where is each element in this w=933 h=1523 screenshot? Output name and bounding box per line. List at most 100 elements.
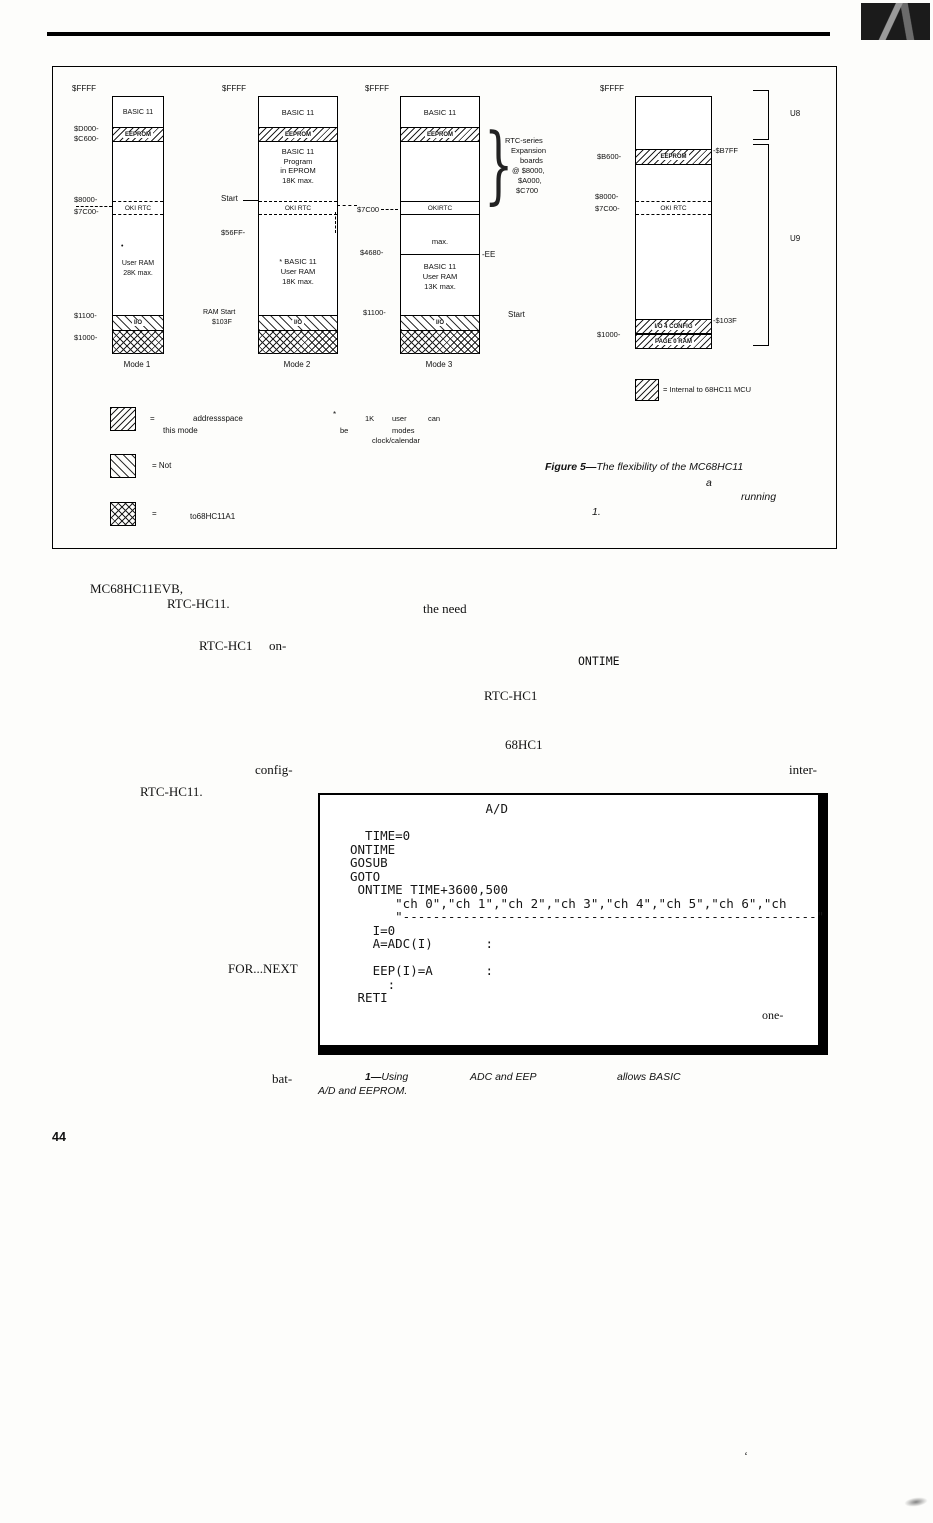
listing1-caption-allows: allows BASIC (617, 1071, 681, 1083)
mode2-program-label: BASIC 11 Program in EPROM 18K max. (280, 147, 316, 185)
mode3-ee-label: -EE (482, 250, 496, 259)
rightmap-eeprom-region: EEPROM (636, 149, 711, 165)
top-rule (47, 32, 830, 36)
rightmap-ioconfig-label: I/O 4 CONFIG (652, 323, 695, 330)
mode3-memory-map: BASIC 11 EEPROM OKIRTC max. BASIC 11 Use… (400, 96, 480, 354)
mode1-eeprom-region: EEPROM (113, 128, 163, 142)
mode2-eeprom-region: EEPROM (259, 128, 337, 142)
mode3-eeprom-region: EEPROM (401, 128, 479, 142)
legend1-clock: clock/calendar (372, 436, 420, 445)
u9-bracket (753, 144, 769, 346)
rtc-note-4: @ $8000, (512, 166, 545, 175)
mode2-io-region: I/O (259, 315, 337, 330)
page-number: 44 (52, 1130, 66, 1144)
mode2-start-connector (243, 200, 258, 201)
figure5-frame (52, 66, 837, 549)
rightmap-103f: -$103F (713, 316, 737, 325)
rtc-note-6: $C700 (516, 186, 539, 195)
mode1-userram-label: User RAM 28K max. (121, 260, 155, 277)
mode3-userram-label: BASIC 11 User RAM 13K max. (422, 262, 458, 291)
mode3-okirtc-label: OKIRTC (427, 204, 453, 212)
body-frag-8: config- (255, 762, 293, 777)
figure5-caption-text: The flexibility of the MC68HC11 (596, 461, 744, 473)
expansion-brace: } (484, 115, 514, 213)
mode3-basic-region: BASIC 11 (401, 97, 479, 128)
mode2-dashed-down (335, 212, 336, 233)
mode1-okirtc-label: OKI RTC (124, 204, 152, 212)
rightmap-okirtc-region: OKI RTC (636, 201, 711, 215)
mode3-ffff-label: $FFFF (365, 84, 389, 93)
legend-swatch-2 (110, 454, 136, 478)
legend-swatch-3 (110, 502, 136, 526)
rtc-note-5: $A000, (518, 176, 542, 185)
rightmap-okirtc-label: OKI RTC (660, 204, 687, 212)
listing1-caption-adc: ADC and EEP (470, 1071, 537, 1083)
body-frag-10: RTC-HC11. (140, 784, 203, 799)
mode1-addr-7c00: $7C00- (74, 207, 99, 216)
mode3-dashed-left (381, 209, 398, 210)
figure5-caption: Figure 5—The flexibility of the MC68HC11 (545, 461, 743, 473)
legend1-user: user (392, 414, 407, 423)
u8-label: U8 (790, 109, 801, 118)
mode2-eeprom-label: EEPROM (282, 131, 313, 138)
mode1-addr-8000: $8000- (74, 195, 98, 204)
mode1-okirtc-region: OKI RTC (113, 201, 163, 215)
legend2-text: = Not (152, 461, 172, 470)
body-frag-2: RTC-HC11. (167, 596, 230, 611)
mode1-addr-1100: $1100- (74, 311, 97, 320)
mode1-title: Mode 1 (123, 360, 151, 369)
rightmap-7c00: $7C00- (595, 204, 620, 213)
mode2-userram-label: * BASIC 11 User RAM 18K max. (279, 257, 317, 286)
mode1-internal-region (113, 330, 163, 354)
listing1-caption-number: 1— (365, 1071, 382, 1083)
mode3-addr-4680: $4680- (360, 248, 384, 257)
mode3-addr-7c00: $7C00 (357, 205, 380, 214)
mode1-ffff-label: $FFFF (72, 84, 96, 93)
body-frag-1: MC68HC11EVB, (90, 581, 184, 596)
mode3-title: Mode 3 (425, 360, 453, 369)
rightmap-b600: $B600- (597, 152, 622, 161)
rightmap-eeprom-label: EEPROM (658, 154, 689, 160)
legend1-1k: 1K (365, 414, 375, 423)
rtc-note-1: RTC-series (505, 136, 543, 145)
rightmap-page0-region: PAGE 0 RAM (636, 334, 711, 349)
body-frag-5: on- (269, 638, 287, 653)
body-bat: bat- (272, 1071, 293, 1086)
listing1-code: A/D TIME=0 ONTIME GOSUB GOTO ONTIME TIME… (350, 801, 825, 1005)
rightmap-memory-map: EEPROM OKI RTC I/O 4 CONFIG PAGE 0 RAM (635, 96, 712, 349)
mode3-start-label: Start (508, 310, 525, 319)
legend-swatch-1 (110, 407, 136, 431)
mode2-dashed-right (337, 205, 357, 206)
mode3-internal-region (401, 330, 479, 354)
rtc-note-2: Expansion (511, 146, 547, 155)
legend1-modes: modes (392, 426, 415, 435)
mode1-addr-1000: $1000- (74, 333, 98, 342)
mode1-star: • (121, 243, 124, 250)
mode3-io-label: I/O (433, 320, 446, 326)
mode1-dashed-connector (76, 206, 112, 207)
mode2-basic-region: BASIC 11 (259, 97, 337, 128)
figure5-caption-number: Figure 5— (545, 461, 597, 473)
mode3-4680-line (401, 254, 479, 255)
mode2-internal-region (259, 330, 337, 354)
listing1-caption-line2: A/D and EEPROM. (318, 1085, 408, 1097)
mode3-io-region: I/O (401, 315, 479, 330)
mode1-eeprom-label: EEPROM (122, 131, 153, 138)
mode1-io-region: I/O (113, 315, 163, 330)
mode1-addr-d000: $D000- (74, 124, 99, 133)
legend1-eq: = (150, 414, 155, 423)
rightmap-1000: $1000- (597, 330, 621, 339)
u9-label: U9 (790, 234, 801, 243)
mode2-ffff-label: $FFFF (222, 84, 246, 93)
body-ontime-keyword: ONTIME (578, 654, 620, 668)
scan-smudge (902, 1495, 930, 1509)
rightmap-ioconfig-region: I/O 4 CONFIG (636, 319, 711, 334)
mode2-title: Mode 2 (283, 360, 311, 369)
mode2-ramstart-addr: $103F (212, 319, 232, 326)
mode2-addr-56ff: $56FF- (221, 228, 246, 237)
rightmap-page0-label: PAGE 0 RAM (653, 338, 694, 345)
body-fornext: FOR...NEXT (228, 961, 298, 976)
mode1-addr-c600: $C600- (74, 134, 99, 143)
legend3-eq: = (152, 509, 157, 518)
listing1-caption-start: 1—Using (365, 1071, 408, 1083)
